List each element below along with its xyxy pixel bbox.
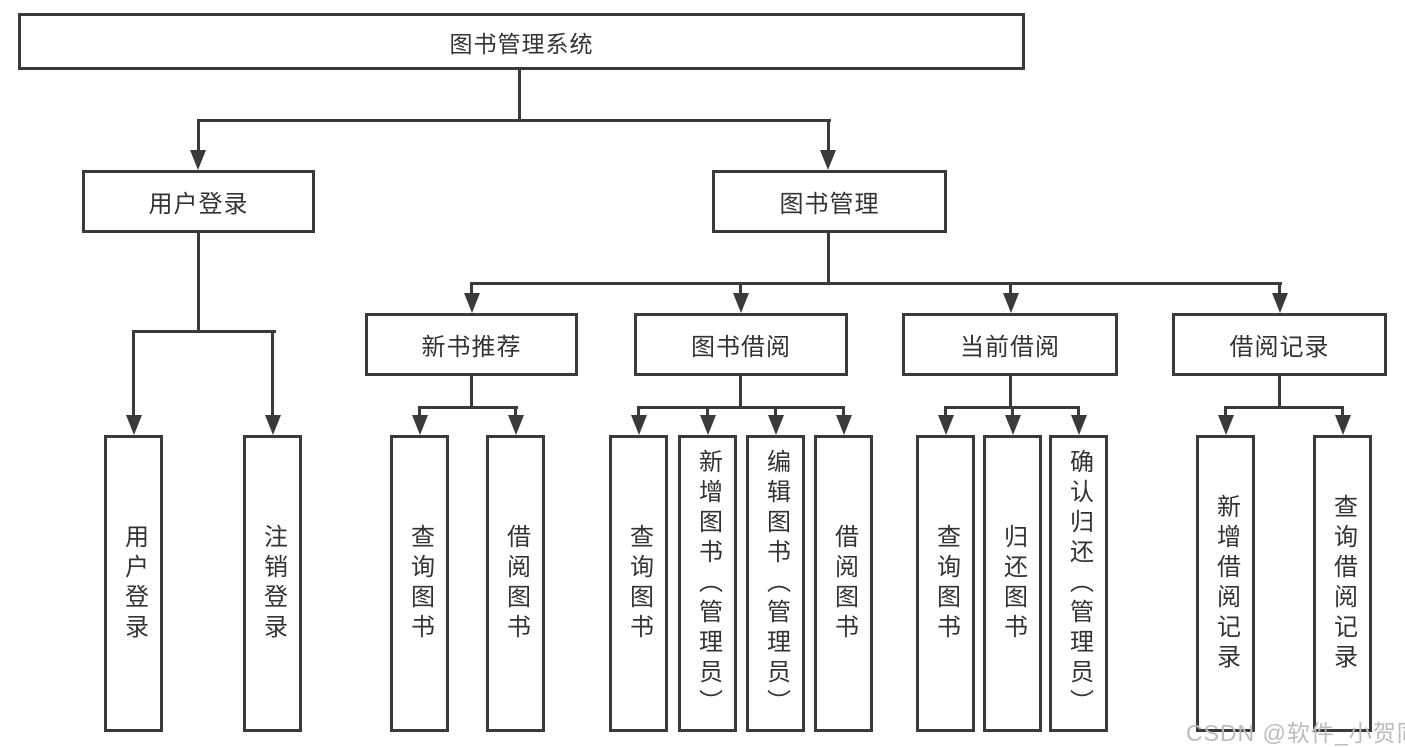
arrow-down-icon xyxy=(631,415,647,435)
connector-line xyxy=(1278,376,1281,408)
leaf-current-confirm-return-admin: 确认归还（管理员） xyxy=(1049,435,1108,732)
connector-line xyxy=(197,122,200,152)
connector-line xyxy=(132,330,276,333)
leaf-borrow-edit-books-admin: 编辑图书（管理员） xyxy=(746,435,805,732)
connector-line xyxy=(271,333,274,417)
leaf-logout: 注销登录 xyxy=(243,435,302,732)
arrow-down-icon xyxy=(938,415,954,435)
arrow-down-icon xyxy=(190,150,206,170)
node-book-borrowing: 图书借阅 xyxy=(634,313,848,376)
connector-line xyxy=(637,409,640,417)
connector-line xyxy=(739,285,742,295)
node-user-login: 用户登录 xyxy=(82,170,315,233)
arrow-down-icon xyxy=(820,150,836,170)
arrow-down-icon xyxy=(836,415,852,435)
node-new-book-recommend: 新书推荐 xyxy=(365,313,578,376)
arrow-down-icon xyxy=(508,415,524,435)
connector-line xyxy=(470,285,473,295)
connector-line xyxy=(470,282,1282,285)
node-current-borrowing: 当前借阅 xyxy=(902,313,1118,376)
leaf-borrow-query-books: 查询图书 xyxy=(609,435,668,732)
arrow-down-icon xyxy=(265,415,281,435)
connector-line xyxy=(1011,409,1014,417)
arrow-down-icon xyxy=(700,415,716,435)
connector-line xyxy=(418,409,421,417)
connector-line xyxy=(827,233,830,284)
arrow-down-icon xyxy=(126,415,142,435)
connector-line xyxy=(514,409,517,417)
leaf-current-return-books: 归还图书 xyxy=(983,435,1042,732)
arrow-down-icon xyxy=(733,293,749,313)
arrow-down-icon xyxy=(464,293,480,313)
csdn-watermark: CSDN @软件_小贺同学 xyxy=(1186,720,1405,746)
leaf-borrow-borrow-books: 借阅图书 xyxy=(814,435,873,732)
connector-line xyxy=(1009,376,1012,408)
connector-line xyxy=(1009,285,1012,295)
connector-line xyxy=(944,409,947,417)
connector-line xyxy=(1077,409,1080,417)
leaf-records-query-record: 查询借阅记录 xyxy=(1313,435,1372,732)
connector-line xyxy=(1224,409,1227,417)
connector-line xyxy=(197,233,200,332)
arrow-down-icon xyxy=(412,415,428,435)
connector-line xyxy=(1278,285,1281,295)
connector-line xyxy=(132,333,135,417)
leaf-recommend-query-books: 查询图书 xyxy=(390,435,449,732)
arrow-down-icon xyxy=(1272,293,1288,313)
node-book-management: 图书管理 xyxy=(712,170,947,233)
connector-line xyxy=(706,409,709,417)
arrow-down-icon xyxy=(1003,293,1019,313)
connector-line xyxy=(827,122,830,152)
connector-line xyxy=(774,409,777,417)
leaf-records-add-record: 新增借阅记录 xyxy=(1196,435,1255,732)
connector-line xyxy=(1224,406,1344,409)
arrow-down-icon xyxy=(1218,415,1234,435)
connector-line xyxy=(518,70,521,121)
connector-line xyxy=(637,406,845,409)
leaf-current-query-books: 查询图书 xyxy=(916,435,975,732)
arrow-down-icon xyxy=(1335,415,1351,435)
leaf-borrow-add-books-admin: 新增图书（管理员） xyxy=(678,435,737,732)
connector-line xyxy=(944,406,1080,409)
leaf-recommend-borrow-books: 借阅图书 xyxy=(486,435,545,732)
connector-line xyxy=(418,406,518,409)
connector-line xyxy=(842,409,845,417)
node-library-management-system: 图书管理系统 xyxy=(18,13,1025,70)
arrow-down-icon xyxy=(768,415,784,435)
arrow-down-icon xyxy=(1071,415,1087,435)
connector-line xyxy=(739,376,742,408)
arrow-down-icon xyxy=(1005,415,1021,435)
connector-line xyxy=(197,119,831,122)
node-borrowing-records: 借阅记录 xyxy=(1172,313,1387,376)
connector-line xyxy=(470,376,473,408)
connector-line xyxy=(1341,409,1344,417)
leaf-user-login: 用户登录 xyxy=(104,435,163,732)
